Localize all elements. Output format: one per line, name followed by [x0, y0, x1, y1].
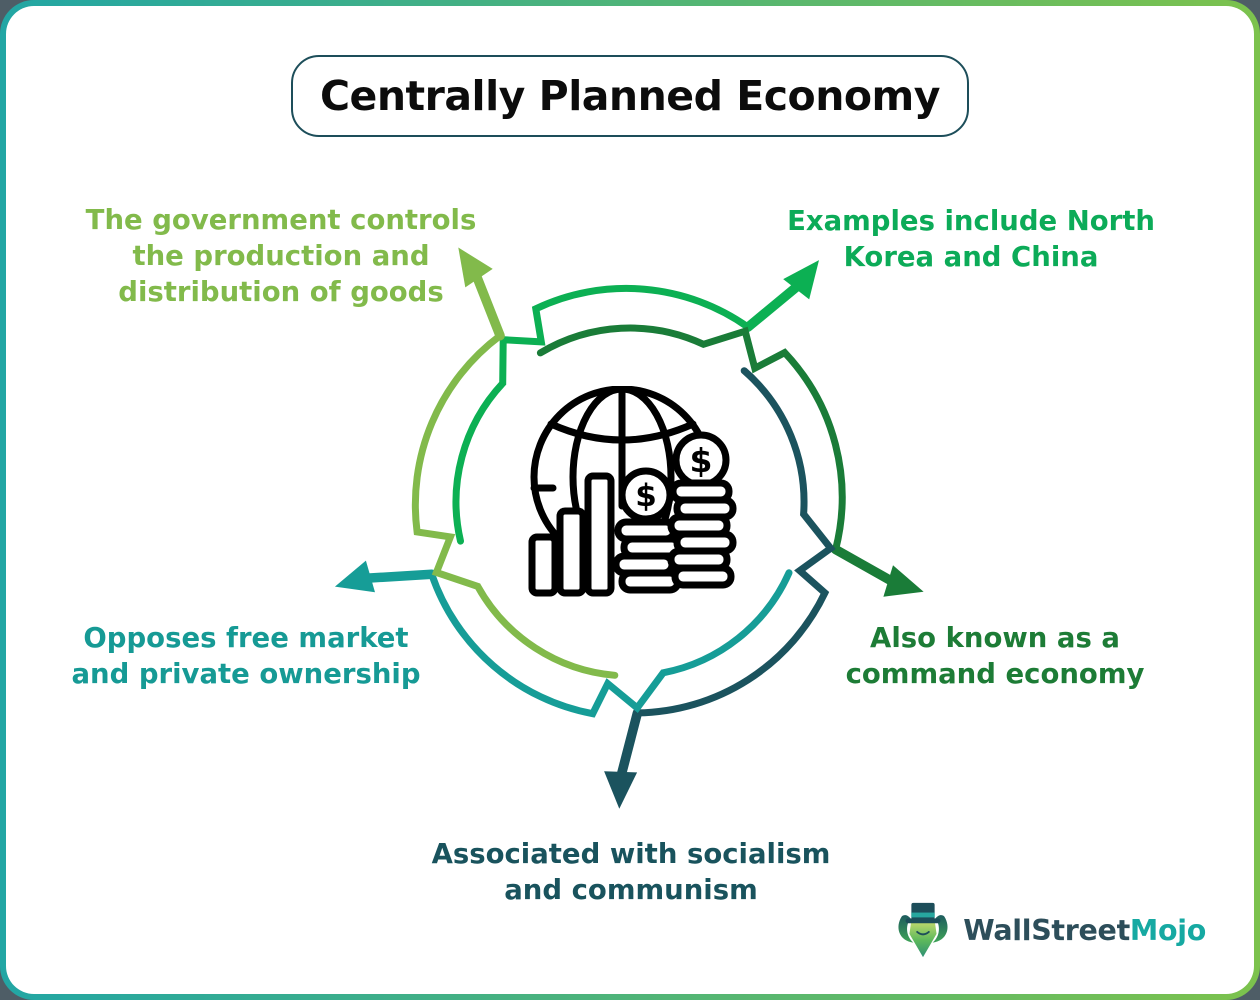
- top-arc-upright-arrow-head: [783, 260, 819, 300]
- label-command-economy: Also known as a command economy: [846, 620, 1145, 692]
- label-line: distribution of goods: [118, 276, 444, 308]
- label-line: The government controls: [85, 204, 477, 236]
- label-line: the production and: [132, 240, 430, 272]
- brand-logo: WallStreetMojo: [892, 897, 1206, 963]
- coin-stack-right-icon: [667, 431, 737, 589]
- top-arc-upright-arrow: [452, 284, 752, 545]
- cycle-arrows-diagram: [334, 247, 924, 809]
- bottomleft-arc-left-arrow-head: [334, 560, 375, 593]
- label-line: Associated with socialism: [431, 838, 831, 870]
- rightbottom-arc-down-arrow: [633, 367, 836, 717]
- label-line: Examples include North: [787, 205, 1155, 237]
- brand-text: WallStreetMojo: [963, 914, 1206, 947]
- label-opposes-free-market: Opposes free market and private ownershi…: [71, 620, 420, 692]
- brand-text-wallstreet: WallStreet: [963, 913, 1130, 947]
- label-line: Also known as a: [870, 622, 1120, 654]
- label-line: Korea and China: [843, 241, 1099, 273]
- dollar-sign-icon: $: [690, 441, 713, 480]
- brand-text-mojo: Mojo: [1129, 913, 1206, 947]
- rightbottom-arc-down-arrow-stem: [615, 708, 643, 784]
- label-line: command economy: [845, 658, 1145, 690]
- bottomleft-arc-left-arrow: [428, 569, 793, 718]
- label-line: Opposes free market: [83, 622, 409, 654]
- label-line: and private ownership: [71, 658, 421, 690]
- dollar-sign-icon: $: [635, 478, 657, 514]
- rightbottom-arc-down-arrow-head: [604, 771, 638, 809]
- page-title: Centrally Planned Economy: [319, 72, 941, 120]
- righttop-arc-right-arrow-stem: [830, 544, 900, 588]
- label-government-controls: The government controls the production a…: [86, 202, 477, 310]
- top-arc-upright-arrow-stem: [743, 278, 806, 332]
- bull-icon: [898, 902, 948, 958]
- label-socialism-communism: Associated with socialism and communism: [432, 836, 831, 908]
- label-line: and communism: [504, 874, 758, 906]
- economy-center-icon: $ $: [528, 386, 737, 597]
- bar-chart-icon: [528, 472, 615, 597]
- lefttop-arc-upleft-arrow: [411, 332, 619, 679]
- lefttop-arc-upleft-arrow-stem: [470, 267, 505, 341]
- lefttop-arc-upleft-arrow-head: [458, 247, 493, 288]
- righttop-arc-right-arrow-head: [883, 565, 924, 597]
- righttop-arc-right-arrow: [536, 324, 846, 553]
- bottomleft-arc-left-arrow-stem: [358, 569, 437, 584]
- title-box: Centrally Planned Economy: [291, 55, 969, 137]
- label-examples: Examples include North Korea and China: [787, 203, 1155, 275]
